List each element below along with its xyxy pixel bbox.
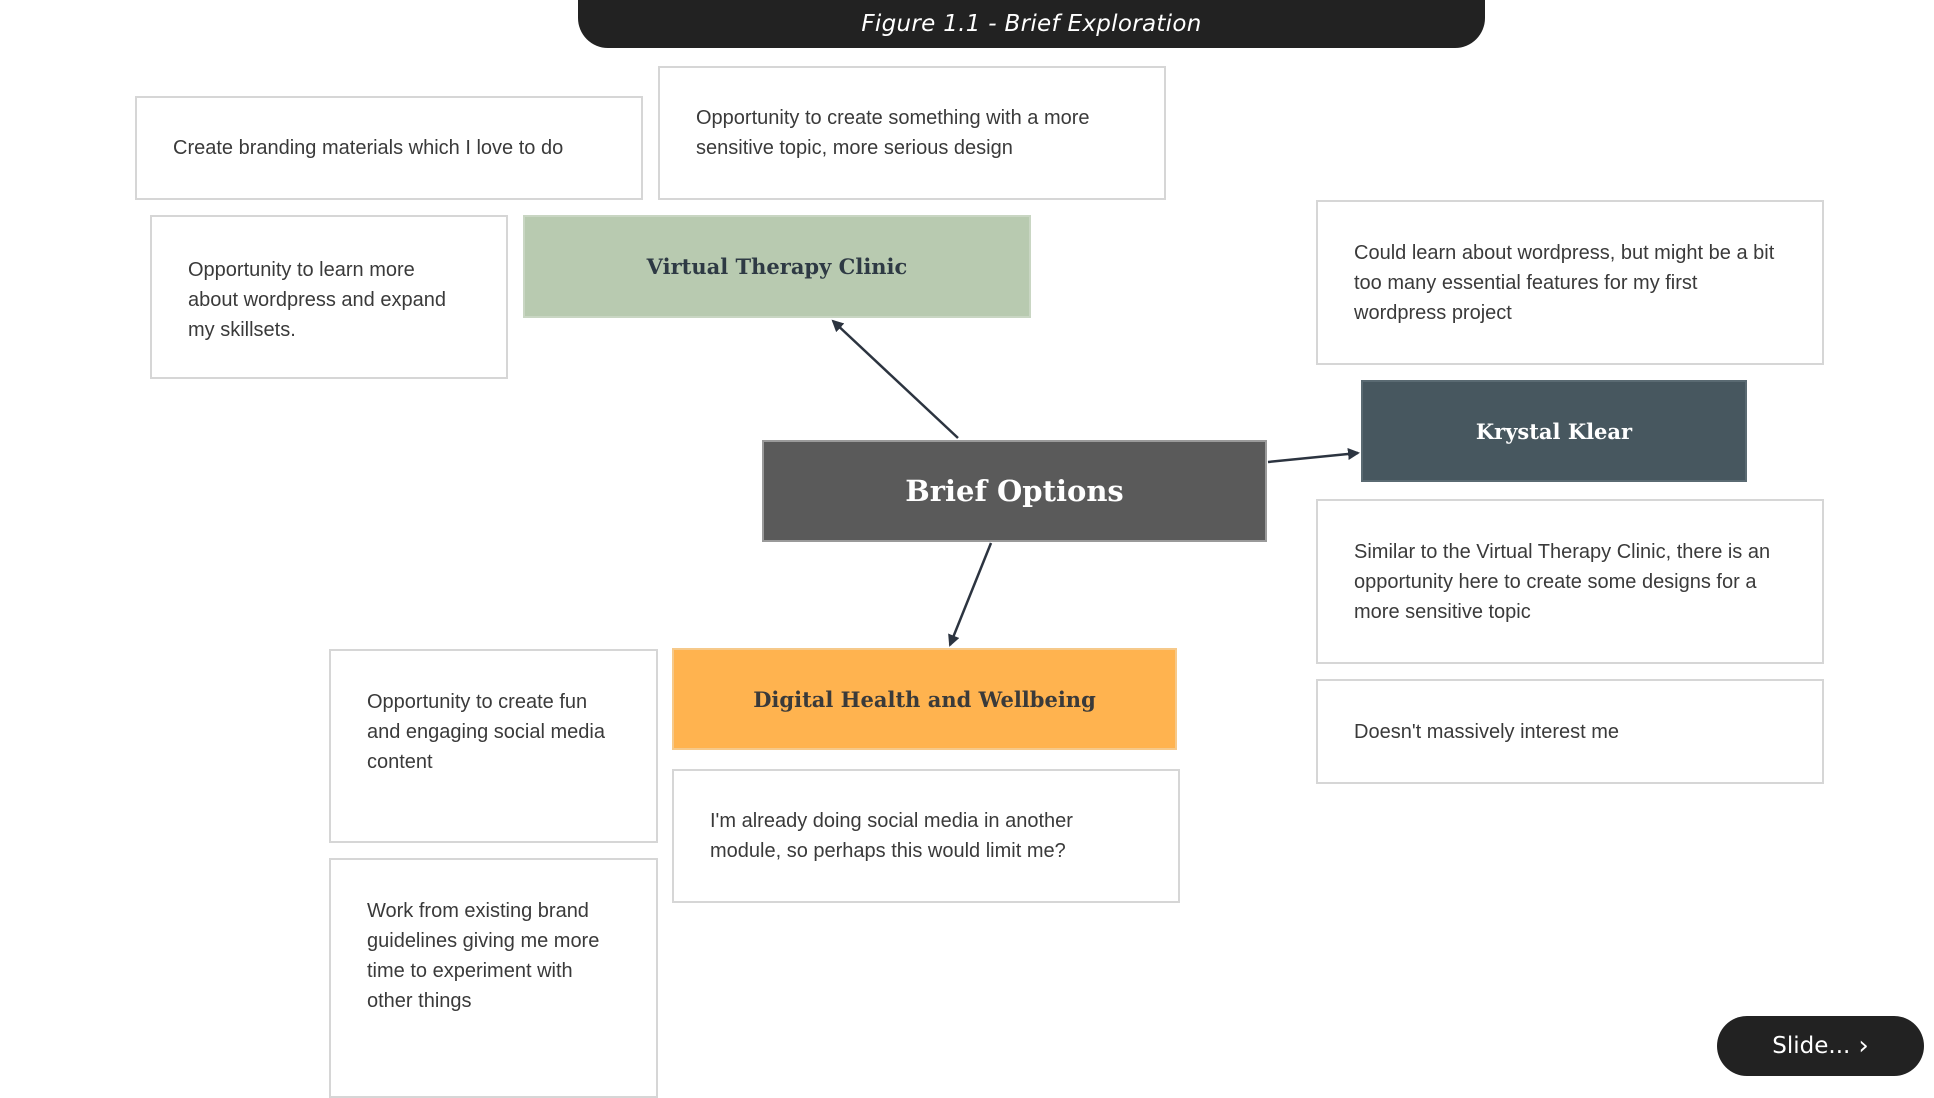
chevron-right-icon: ›	[1858, 1031, 1869, 1061]
note-text: Opportunity to create something with a m…	[696, 107, 1090, 159]
next-slide-button[interactable]: Slide... ›	[1717, 1016, 1924, 1076]
note-vtc-branding: Create branding materials which I love t…	[135, 96, 643, 200]
note-text: Work from existing brand guidelines givi…	[367, 900, 600, 1012]
note-text: Doesn't massively interest me	[1354, 720, 1620, 743]
node-brief-options: Brief Options	[762, 440, 1267, 542]
node-virtual-therapy-clinic: Virtual Therapy Clinic	[523, 215, 1031, 318]
arrow-to-virtual-therapy-clinic	[831, 319, 959, 439]
note-text: Opportunity to create fun and engaging s…	[367, 691, 605, 773]
note-dhw-limit: I'm already doing social media in anothe…	[672, 769, 1180, 903]
node-krystal-klear: Krystal Klear	[1361, 380, 1747, 482]
note-vtc-wordpress: Opportunity to learn more about wordpres…	[150, 215, 508, 379]
note-vtc-sensitive-topic: Opportunity to create something with a m…	[658, 66, 1166, 200]
note-text: I'm already doing social media in anothe…	[710, 810, 1073, 862]
node-digital-health-wellbeing: Digital Health and Wellbeing	[672, 648, 1177, 750]
note-text: Opportunity to learn more about wordpres…	[188, 259, 446, 341]
note-kk-interest: Doesn't massively interest me	[1316, 679, 1824, 784]
next-slide-label: Slide...	[1772, 1033, 1851, 1059]
arrow-to-digital-health	[948, 542, 993, 647]
node-label: Virtual Therapy Clinic	[646, 254, 908, 279]
note-text: Could learn about wordpress, but might b…	[1354, 241, 1775, 324]
note-text: Similar to the Virtual Therapy Clinic, t…	[1354, 540, 1771, 623]
note-kk-wordpress: Could learn about wordpress, but might b…	[1316, 200, 1824, 365]
note-text: Create branding materials which I love t…	[173, 137, 564, 159]
node-label: Digital Health and Wellbeing	[753, 686, 1096, 712]
node-label: Krystal Klear	[1475, 418, 1633, 444]
node-label: Brief Options	[905, 474, 1124, 508]
note-dhw-brand-guidelines: Work from existing brand guidelines givi…	[329, 858, 658, 1098]
note-dhw-social-media: Opportunity to create fun and engaging s…	[329, 649, 658, 843]
arrow-to-krystal-klear	[1267, 448, 1360, 464]
figure-title: Figure 1.1 - Brief Exploration	[861, 11, 1202, 37]
figure-title-bar: Figure 1.1 - Brief Exploration	[578, 0, 1485, 48]
note-kk-sensitive-topic: Similar to the Virtual Therapy Clinic, t…	[1316, 499, 1824, 664]
